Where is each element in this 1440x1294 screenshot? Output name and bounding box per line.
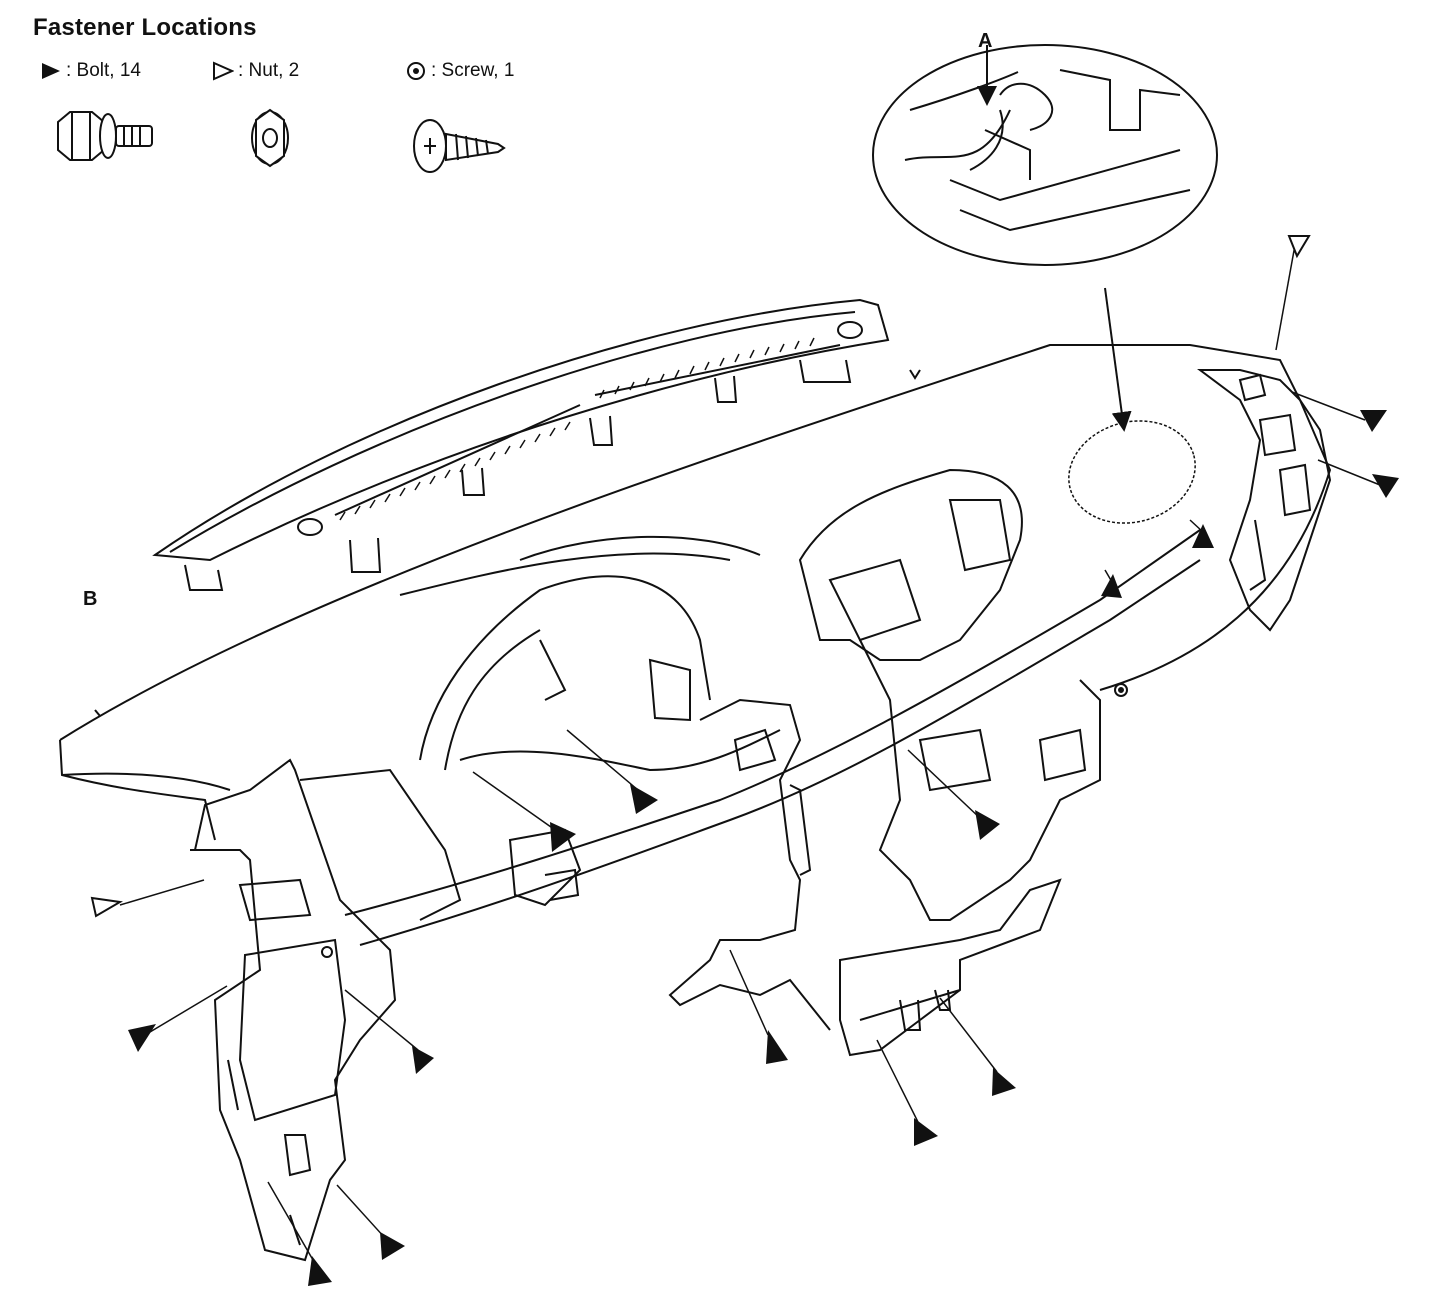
bolt-marker <box>1192 524 1214 548</box>
bolt-marker <box>128 1024 156 1052</box>
nut-symbol-icon <box>213 61 234 81</box>
nut-marker <box>1287 235 1311 259</box>
bolt-marker <box>914 1118 938 1146</box>
bolt-marker <box>630 784 658 814</box>
bolt-marker <box>1372 474 1399 498</box>
bolt-marker <box>308 1256 332 1286</box>
screw-illustration-icon <box>413 119 506 173</box>
legend-screw-label: : Screw, 1 <box>431 60 515 81</box>
instrument-panel-frame <box>190 369 1332 1262</box>
fastener-leader-lines <box>119 244 1381 1261</box>
bolt-marker <box>1360 410 1387 432</box>
bolt-illustration-icon <box>57 111 153 161</box>
bolt-markers <box>128 410 1399 1286</box>
bolt-marker <box>550 822 576 852</box>
legend-bolt: : Bolt, 14 <box>40 60 141 82</box>
diagram-title: Fastener Locations <box>33 14 257 41</box>
nut-illustration-icon <box>251 108 289 168</box>
bolt-marker <box>992 1068 1016 1096</box>
screw-symbol-icon <box>407 62 425 80</box>
bolt-marker <box>412 1046 434 1074</box>
detail-view-a <box>872 44 1218 266</box>
legend-nut: : Nut, 2 <box>212 60 299 82</box>
bolt-marker <box>1101 574 1122 598</box>
defroster-panel <box>152 298 890 591</box>
legend-bolt-label: : Bolt, 14 <box>66 60 141 81</box>
bolt-marker <box>975 810 1000 840</box>
dashboard-body <box>59 344 1332 841</box>
nut-markers <box>90 235 1311 918</box>
nut-marker <box>90 896 123 918</box>
bolt-marker <box>380 1232 405 1260</box>
legend-screw: : Screw, 1 <box>405 60 514 82</box>
bolt-marker <box>766 1030 788 1064</box>
callout-b: B <box>83 588 98 610</box>
legend-nut-label: : Nut, 2 <box>238 60 300 81</box>
bolt-symbol-icon <box>42 63 60 79</box>
callout-a: A <box>978 30 993 52</box>
